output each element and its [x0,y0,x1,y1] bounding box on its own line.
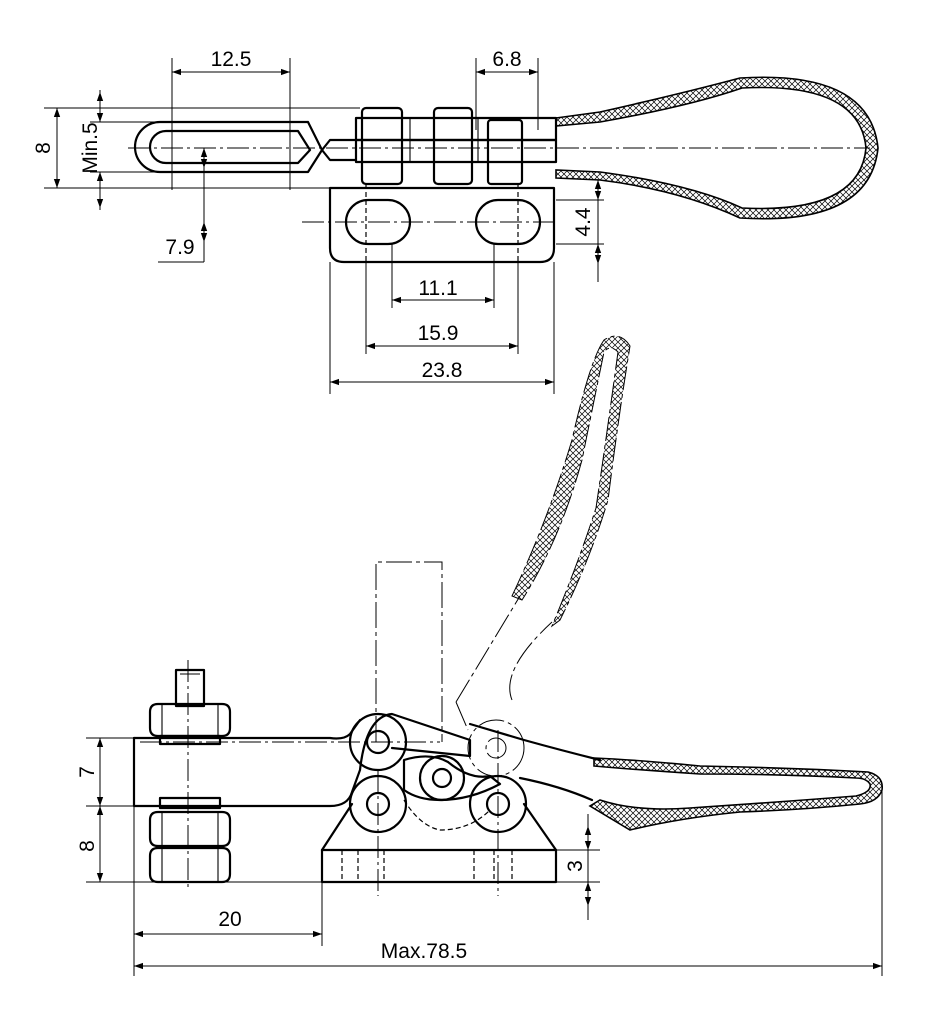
dim-max-78-5: Max.78.5 [381,940,467,963]
dim-7-9: 7.9 [165,236,194,259]
dim-23-8: 23.8 [422,359,463,382]
arm-plate [354,116,558,142]
washer-top [158,734,222,746]
side-view-dimensions: 7 8 3 20 Max.78.5 [76,737,883,976]
dim-15-9: 15.9 [418,322,459,345]
pivot-block-1 [360,106,404,186]
dim-3: 3 [564,860,587,872]
pivot-link [418,754,466,802]
pivot-block-3 [486,118,524,186]
spindle-loop-inner [148,129,312,165]
dim-4-4: 4.4 [572,207,595,237]
arm-plate-lower [354,138,558,164]
dim-8-top: 8 [32,142,55,154]
handle-side[interactable] [588,757,884,831]
dim-min5: Min.5 [79,122,102,173]
pivot-block-2 [432,106,474,186]
base-plate-side [320,848,558,884]
top-view-dimensions: 12.5 6.8 8 Min.5 7.9 4.4 [32,48,604,394]
phantom-handle [511,335,631,628]
dim-11-1: 11.1 [418,277,457,300]
phantom-arm [375,561,443,742]
dim-12-5: 12.5 [211,48,252,71]
nut-bottom-1 [148,810,232,848]
nut-top [148,702,232,738]
link-plate [402,755,502,802]
dim-20: 20 [218,908,241,931]
nut-bottom-2 [148,846,232,884]
top-view [128,76,879,264]
dim-8-side: 8 [76,840,99,852]
washer-bottom [158,796,222,810]
base-plate-top [328,186,556,264]
spindle-neck [320,138,358,162]
side-view [132,335,884,896]
dim-6-8: 6.8 [492,48,521,71]
handle-top[interactable] [555,76,879,220]
base-body [320,802,558,852]
handle-lever [468,722,602,802]
stud-thread [174,668,206,708]
spindle-arm [132,712,472,808]
dim-7: 7 [76,766,99,778]
spindle-loop-outer [133,120,324,174]
